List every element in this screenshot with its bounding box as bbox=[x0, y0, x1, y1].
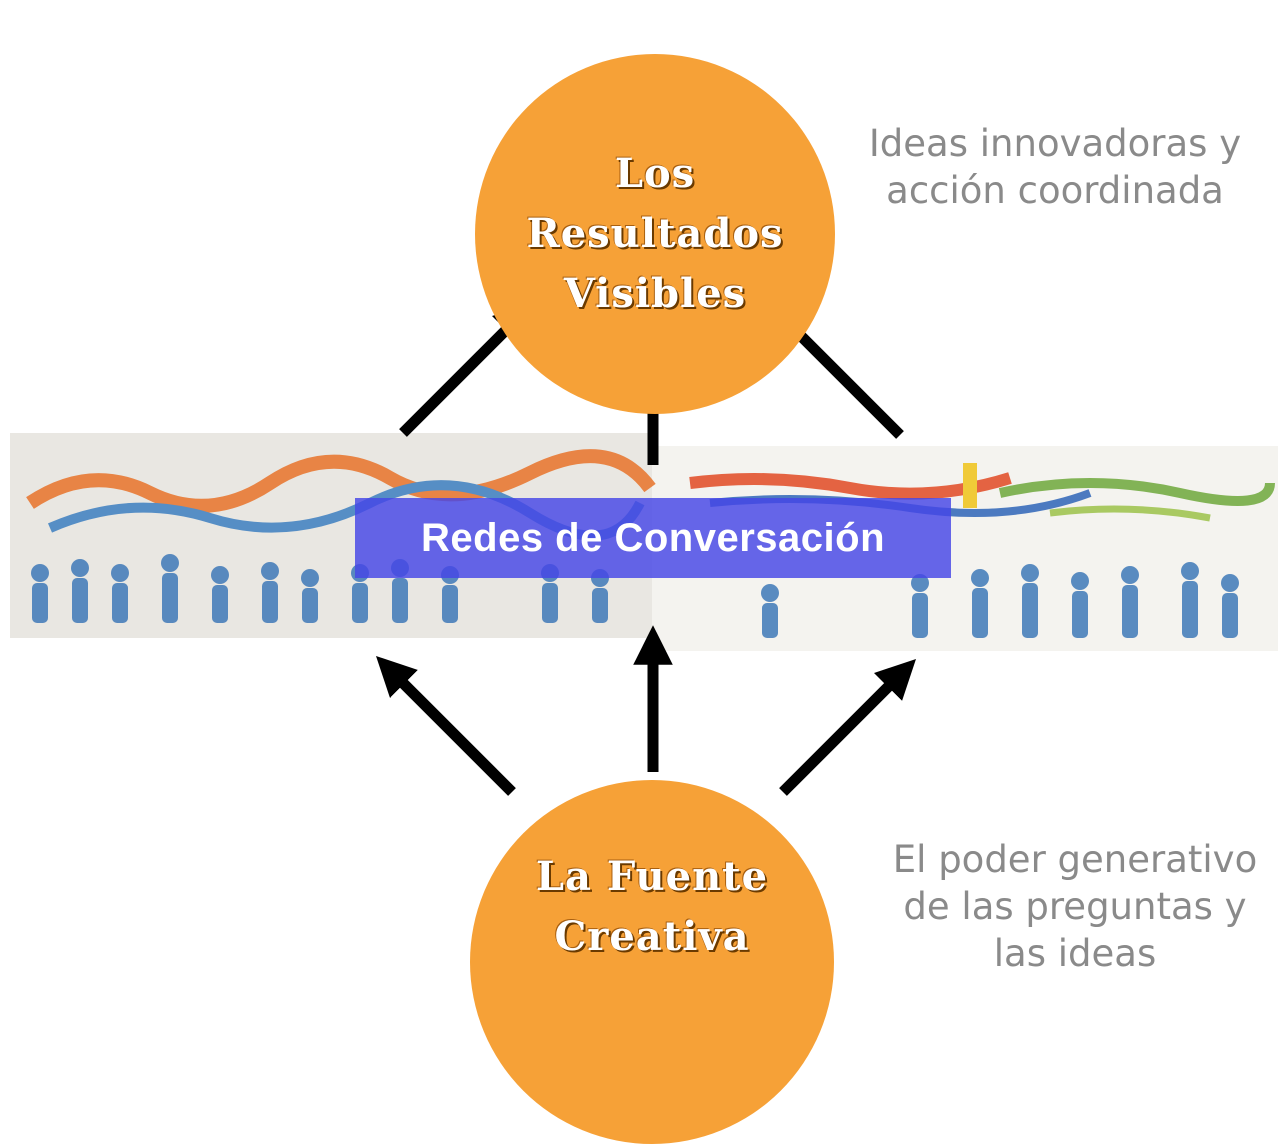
arrow-lower-right bbox=[779, 658, 917, 796]
source-circle: La Fuente Creativa bbox=[470, 780, 834, 1144]
people-sketch bbox=[26, 449, 1275, 638]
source-title: La Fuente Creativa bbox=[536, 847, 768, 967]
source-line-1: La Fuente bbox=[535, 853, 769, 900]
network-label: Redes de Conversación bbox=[421, 515, 885, 560]
source-note: El poder generativo de las preguntas y l… bbox=[865, 836, 1278, 977]
source-line-2: Creativa bbox=[554, 913, 750, 960]
results-circle: Los Resultados Visibles bbox=[475, 54, 835, 414]
source-note-line-3: las ideas bbox=[993, 932, 1157, 975]
results-note-line-1: Ideas innovadoras y bbox=[868, 122, 1242, 165]
results-line-1: Los bbox=[614, 150, 696, 197]
results-note: Ideas innovadoras y acción coordinada bbox=[845, 120, 1265, 214]
results-title: Los Resultados Visibles bbox=[526, 144, 783, 324]
results-note-line-2: acción coordinada bbox=[886, 169, 1224, 212]
source-note-line-2: de las preguntas y bbox=[903, 885, 1247, 928]
source-note-line-1: El poder generativo bbox=[892, 838, 1258, 881]
conversation-illustration bbox=[10, 433, 1278, 651]
arrow-up-right bbox=[770, 305, 904, 439]
arrow-up-left bbox=[399, 301, 535, 437]
results-line-3: Visibles bbox=[563, 270, 747, 317]
network-label-box: Redes de Conversación bbox=[355, 498, 951, 578]
results-line-2: Resultados bbox=[526, 210, 784, 257]
arrow-lower-left bbox=[375, 655, 516, 796]
